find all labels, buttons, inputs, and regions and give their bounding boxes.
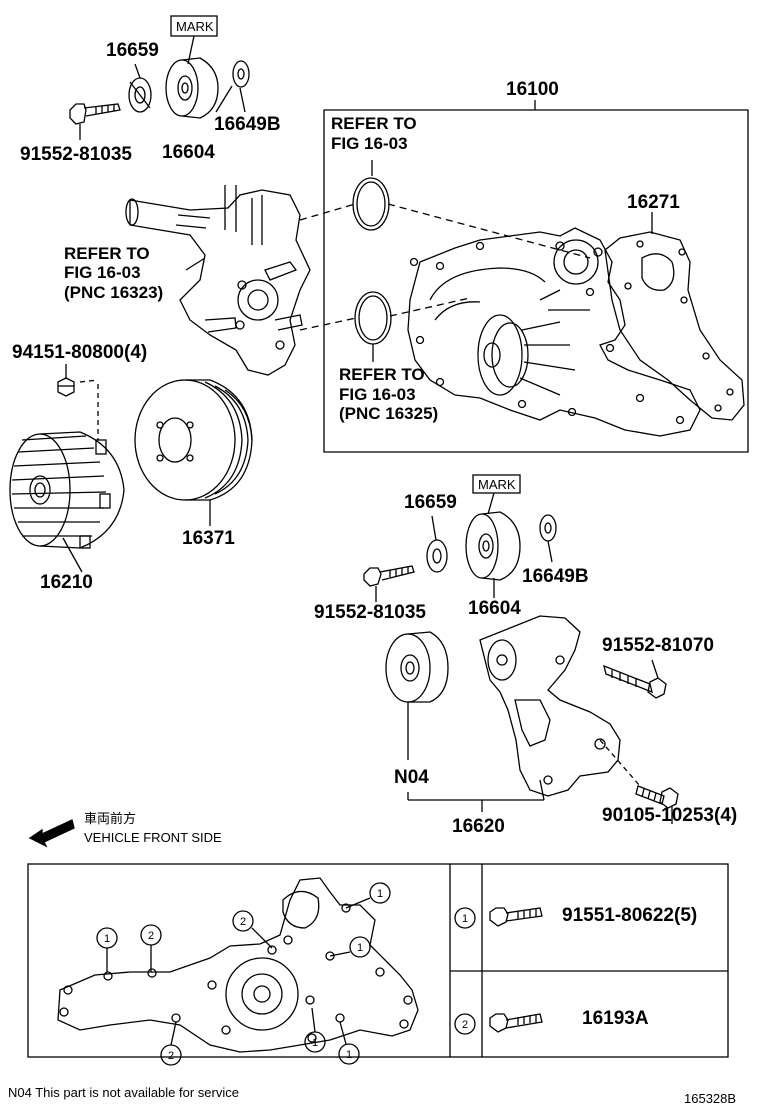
washer-16659-mid <box>426 539 448 573</box>
gasket-16271 <box>604 231 745 421</box>
label-16620: 16620 <box>452 816 505 837</box>
vehicle-front-jp: 車両前方 <box>84 811 136 826</box>
label-16271: 16271 <box>627 192 680 213</box>
label-91552-81070: 91552-81070 <box>602 635 714 656</box>
bolt-90105-10253 <box>635 785 679 809</box>
legend-marker-1: 1 <box>462 913 468 925</box>
callout-2a: 2 <box>148 930 154 942</box>
label-16659-top: 16659 <box>106 40 159 61</box>
legend-part-1: 91551-80622(5) <box>562 905 697 926</box>
label-n04: N04 <box>394 767 429 788</box>
label-94151-80800: 94151-80800(4) <box>12 342 147 363</box>
callout-1b: 1 <box>377 888 383 900</box>
bolt-91552-81035-mid <box>363 565 415 587</box>
label-mark-mid: MARK <box>478 477 516 492</box>
label-91552-81035-mid: 91552-81035 <box>314 602 426 623</box>
callout-1c: 1 <box>357 942 363 954</box>
water-pump-assembly-box <box>323 109 749 453</box>
water-pump-body <box>407 227 701 437</box>
refer-b-line1: REFER TO <box>64 244 150 263</box>
nut-94151-80800 <box>57 377 75 397</box>
refer-c-line1: REFER TO <box>339 365 425 384</box>
arrow-left-icon <box>28 819 75 848</box>
label-90105-10253: 90105-10253(4) <box>602 805 737 826</box>
washer-16649b-mid <box>539 514 557 542</box>
refer-b-line2: FIG 16-03 <box>64 263 141 282</box>
figure-id: 165328B <box>684 1091 736 1106</box>
callout-1e: 1 <box>346 1049 352 1061</box>
label-16604-mid: 16604 <box>468 598 521 619</box>
label-16659-mid: 16659 <box>404 492 457 513</box>
label-91552-81035-top: 91552-81035 <box>20 144 132 165</box>
refer-c-line3: (PNC 16325) <box>339 404 438 423</box>
callout-1d: 1 <box>312 1037 318 1049</box>
vehicle-front-en: VEHICLE FRONT SIDE <box>84 830 222 845</box>
idler-pulley-16604-mid <box>465 511 521 581</box>
refer-a-line1: REFER TO <box>331 114 417 133</box>
refer-a-line2: FIG 16-03 <box>331 134 408 153</box>
label-16649b-top: 16649B <box>214 114 281 135</box>
label-16649b-mid: 16649B <box>522 566 589 587</box>
label-16371: 16371 <box>182 528 235 549</box>
tensioner-bracket <box>479 615 621 797</box>
callout-2b: 2 <box>240 916 246 928</box>
label-16210: 16210 <box>40 572 93 593</box>
o-ring-upper <box>352 177 390 231</box>
legend-part-2: 16193A <box>582 1008 649 1029</box>
water-inlet-housing <box>125 185 311 376</box>
idler-pulley-16604-top <box>165 57 219 119</box>
o-ring-lower <box>354 291 392 345</box>
washer-16659-top <box>128 77 152 113</box>
bolt-91552-81035-top <box>69 103 121 125</box>
idler-pulley-n04 <box>385 631 449 703</box>
refer-c-line2: FIG 16-03 <box>339 385 416 404</box>
pulley-16371 <box>134 379 253 501</box>
inset-water-pump-outline <box>57 877 419 1053</box>
inset-callouts <box>96 882 476 1066</box>
label-16100: 16100 <box>506 79 559 100</box>
refer-b-line3: (PNC 16323) <box>64 283 163 302</box>
label-mark-top: MARK <box>176 19 214 34</box>
callout-1a: 1 <box>104 933 110 945</box>
footer-note: N04 This part is not available for servi… <box>8 1085 239 1100</box>
label-16604-top: 16604 <box>162 142 215 163</box>
bolt-91552-81070 <box>603 664 667 699</box>
legend-marker-2: 2 <box>462 1019 468 1031</box>
mark-box-mid <box>472 474 521 494</box>
legend-bolt-91551-80622 <box>489 907 543 927</box>
inset-panel <box>27 863 729 1058</box>
fluid-coupling-16210 <box>9 431 125 549</box>
callout-2c: 2 <box>168 1050 174 1062</box>
legend-bolt-16193a <box>489 1013 543 1033</box>
washer-16649b-top <box>232 60 250 88</box>
